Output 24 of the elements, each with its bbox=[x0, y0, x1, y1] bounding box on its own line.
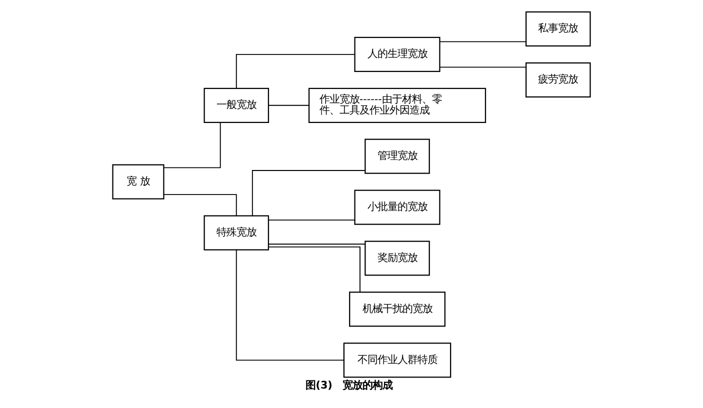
node-box: 机械干扰的宽放 bbox=[349, 292, 446, 327]
connector bbox=[163, 194, 237, 216]
node-box: 人的生理宽放 bbox=[354, 36, 440, 72]
node-box: 小批量的宽放 bbox=[354, 190, 440, 225]
connector bbox=[268, 220, 356, 221]
connector bbox=[236, 54, 356, 89]
connector bbox=[439, 66, 526, 68]
connector bbox=[236, 249, 344, 361]
node-box: 特殊宽放 bbox=[204, 215, 270, 250]
node-box: 私事宽放 bbox=[526, 11, 591, 47]
connector bbox=[268, 246, 360, 293]
node-box: 管理宽放 bbox=[364, 138, 430, 174]
node-box: 宽 放 bbox=[112, 164, 164, 200]
node-box: 疲劳宽放 bbox=[526, 62, 591, 98]
node-box: 不同作业人群特质 bbox=[343, 342, 452, 378]
caption: 图(3) 宽放的构成 bbox=[306, 379, 392, 392]
node-box: 作业宽放------由于材料、零件、工具及作业外因造成 bbox=[308, 88, 486, 123]
connector bbox=[268, 244, 366, 245]
connector bbox=[439, 41, 526, 42]
connector bbox=[163, 122, 221, 168]
connector bbox=[268, 104, 310, 106]
node-box: 一般宽放 bbox=[204, 88, 270, 123]
connector bbox=[252, 170, 366, 216]
node-box: 奖励宽放 bbox=[364, 240, 430, 276]
